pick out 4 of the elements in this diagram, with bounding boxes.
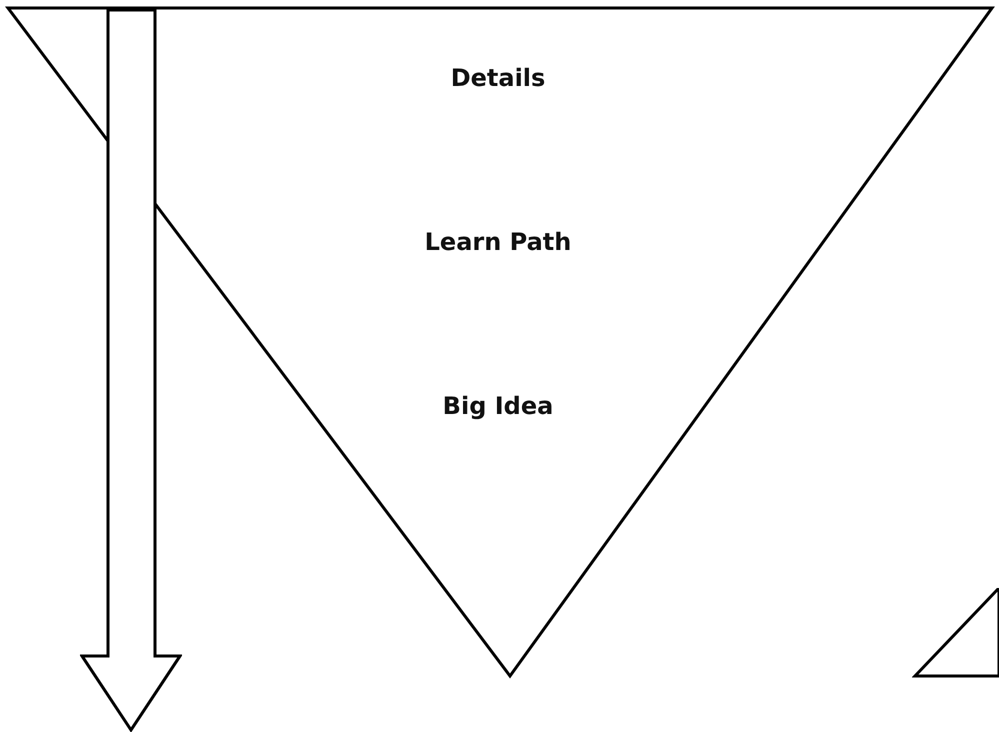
level-label: Big Idea bbox=[442, 392, 554, 420]
level-label: Details bbox=[450, 64, 546, 92]
triangle-shape bbox=[912, 588, 999, 680]
level-label: Learn Path bbox=[424, 228, 572, 256]
